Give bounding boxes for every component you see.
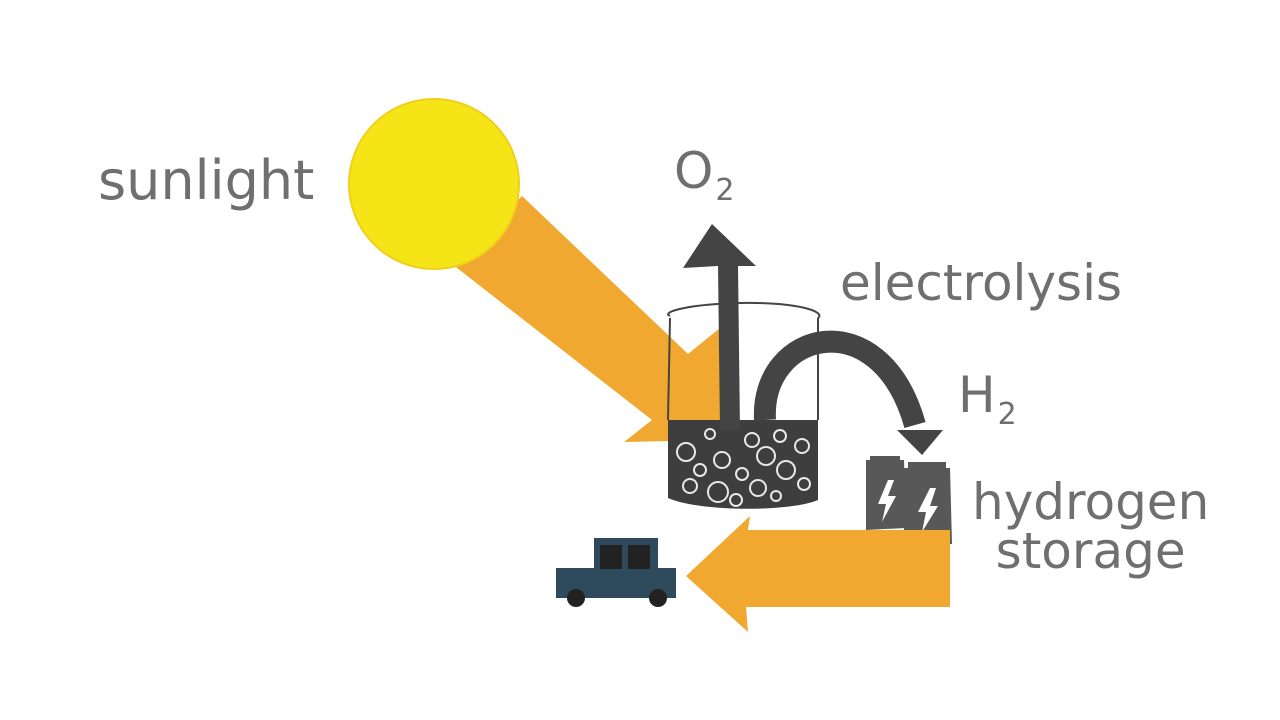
hydrogen-storage-label: hydrogen storage: [972, 478, 1209, 576]
sun-icon: [349, 99, 519, 269]
sunlight-label: sunlight: [98, 154, 314, 208]
car-icon: [556, 538, 676, 607]
hydrogen-storage-label-line2: storage: [972, 527, 1209, 576]
electrolysis-label: electrolysis: [840, 258, 1122, 308]
fuel-arrow: [686, 516, 950, 632]
hydrogen-subscript: 2: [998, 397, 1017, 432]
oxygen-symbol: O: [674, 142, 713, 200]
oxygen-formula: O2: [674, 146, 734, 206]
hydrogen-symbol: H: [958, 366, 996, 424]
hydrogen-storage-label-line1: hydrogen: [972, 478, 1209, 527]
oxygen-subscript: 2: [715, 173, 734, 208]
hydrogen-formula: H2: [958, 370, 1017, 430]
